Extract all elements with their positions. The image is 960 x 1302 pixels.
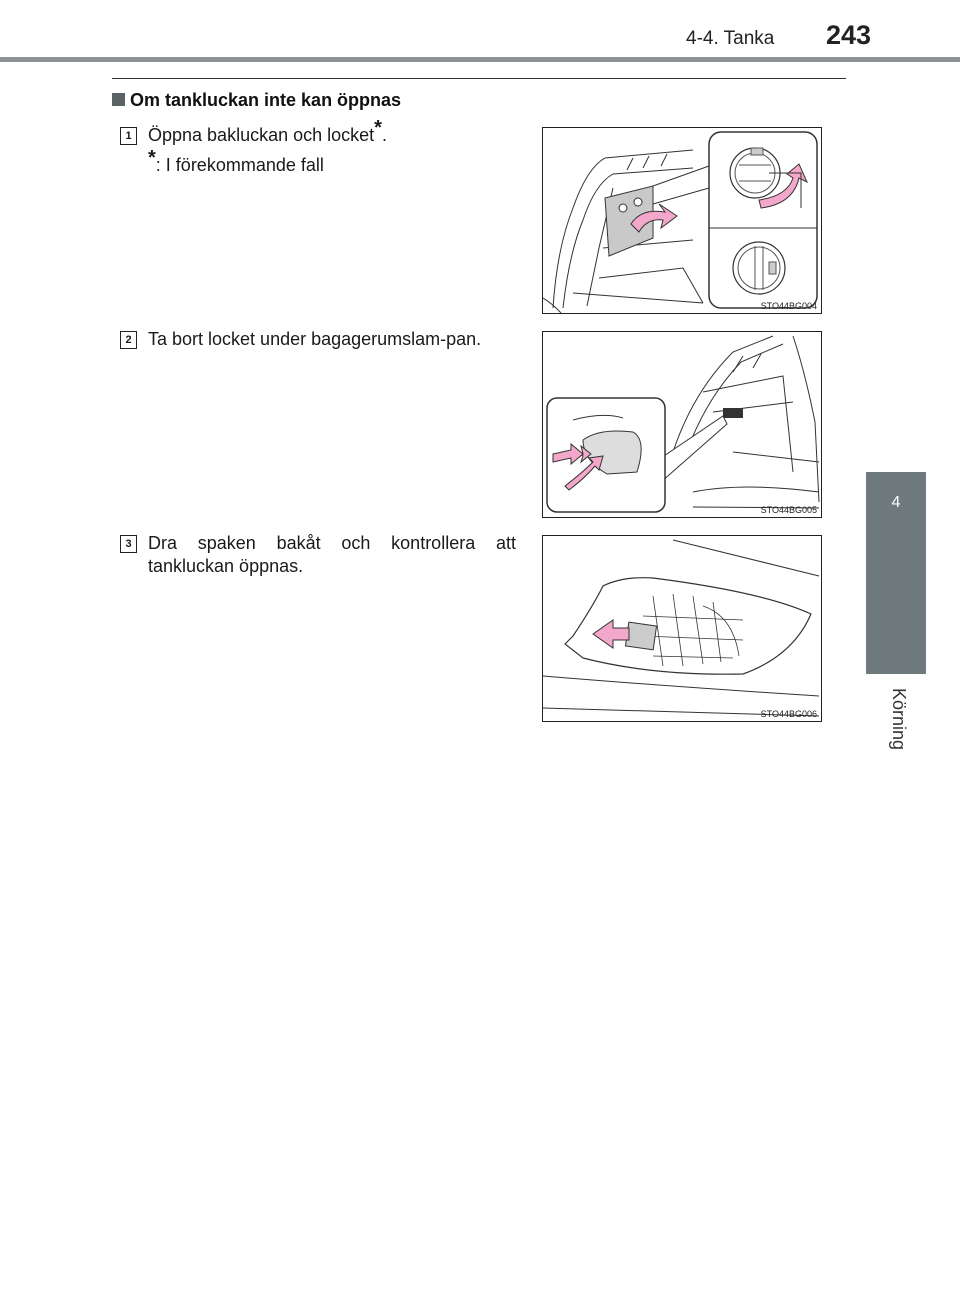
step-3-text: Dra spaken bakåt och kontrollera att tan… (148, 533, 516, 576)
chapter-tab[interactable]: 4 (866, 472, 926, 674)
lever-illustration (543, 539, 820, 717)
header-rule (0, 57, 960, 62)
step-1-period: . (381, 125, 387, 145)
step-number-1: 1 (120, 127, 137, 145)
chapter-title: Körning (889, 688, 909, 751)
chapter-number: 4 (891, 494, 901, 511)
content-top-rule (112, 78, 846, 79)
chapter-side-label: Körning (868, 688, 928, 888)
step-number-2: 2 (120, 331, 137, 349)
figure-code: STO44BG005 (760, 505, 817, 515)
figure-luggage-cover: STO44BG005 (542, 331, 822, 518)
heading-square-icon (112, 93, 125, 106)
footnote-marker: * (148, 147, 156, 169)
figure-code: STO44BG006 (760, 709, 817, 719)
heading-text: Om tankluckan inte kan öppnas (130, 90, 402, 110)
step-1-text: Öppna bakluckan och locket*. (148, 118, 516, 147)
luggage-illustration (546, 335, 820, 513)
trunk-illustration (543, 131, 818, 313)
section-title: 4-4. Tanka (686, 28, 775, 49)
footnote-marker: * (374, 117, 382, 139)
step-1-instruction: Öppna bakluckan och locket (148, 125, 375, 145)
step-number-3: 3 (120, 535, 137, 553)
page-number: 243 (826, 20, 872, 50)
section-heading: Om tankluckan inte kan öppnas (112, 90, 401, 111)
footnote: *: I förekommande fall (148, 148, 324, 176)
footnote-text: : I förekommande fall (155, 155, 324, 175)
step-2-text: Ta bort locket under bagagerumslam-pan. (148, 329, 482, 349)
figure-fuel-lever: STO44BG006 (542, 535, 822, 722)
figure-code: STO44BG004 (760, 301, 817, 311)
figure-trunk-lid: STO44BG004 (542, 127, 822, 314)
